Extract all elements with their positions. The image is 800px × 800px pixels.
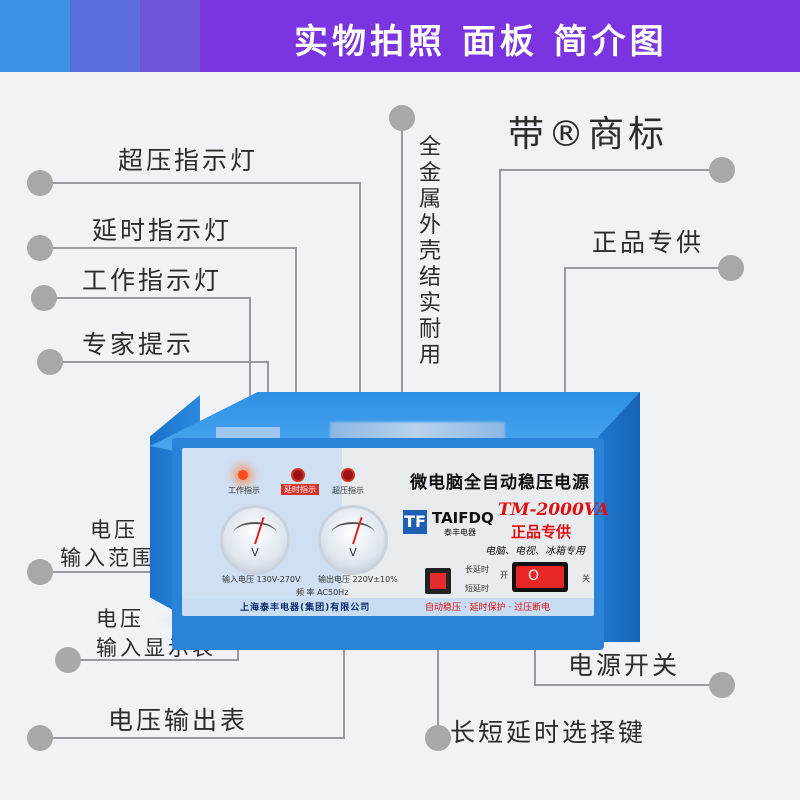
label-overvoltage-lamp: 超压指示灯 — [118, 146, 259, 175]
power-switch-rocker: O — [516, 566, 564, 588]
label-genuine-supply: 正品专供 — [592, 228, 705, 257]
brand-logo: TF — [403, 510, 427, 534]
company-name: 上海泰丰电器(集团)有限公司 — [240, 603, 371, 613]
callout-dot — [55, 647, 81, 673]
lamp-caption-work: 工作指示 — [228, 486, 260, 495]
callout-dot — [425, 725, 451, 751]
case-right-side — [598, 392, 640, 642]
output-voltage-print: 输出电压 220V±10% — [318, 575, 398, 584]
callout-dot — [27, 559, 53, 585]
power-mark-icon: O — [528, 568, 540, 584]
input-voltage-meter: V — [220, 505, 290, 575]
callout-dot — [27, 725, 53, 751]
callout-dot — [709, 672, 735, 698]
callout-dot — [31, 285, 57, 311]
label-delay-lamp: 延时指示灯 — [92, 216, 233, 245]
switch-on-label: 开 — [500, 571, 508, 580]
output-voltage-meter: V — [318, 505, 388, 575]
model-number: TM-2000VA — [498, 500, 609, 520]
product-title: 微电脑全自动稳压电源 — [410, 473, 590, 493]
switch-off-label: 关 — [582, 574, 590, 583]
work-lamp-icon — [238, 470, 248, 480]
label-metal-case: 全金属外壳结实耐用 — [418, 135, 441, 368]
panel-bottom-band — [182, 598, 594, 616]
expert-tip-sticker — [216, 427, 280, 441]
delay-short-label: 短延时 — [465, 584, 489, 593]
label-work-lamp: 工作指示灯 — [82, 266, 223, 295]
label-trademark: 带®商标 — [508, 114, 669, 155]
header-banner: 实物拍照 面板 简介图 — [0, 0, 800, 72]
delay-lamp-icon — [291, 468, 305, 482]
lamp-caption-overvoltage: 超压指示 — [332, 486, 364, 495]
label-power-switch: 电源开关 — [568, 651, 681, 680]
brand-name-cn: 泰丰电器 — [444, 528, 476, 537]
meter-unit: V — [251, 546, 259, 559]
delay-long-label: 长延时 — [465, 565, 489, 574]
usage-text: 电脑、电视、冰箱专用 — [485, 546, 585, 557]
callout-dot — [27, 235, 53, 261]
label-input-meter-line1: 电压 — [96, 607, 144, 631]
label-expert-tip: 专家提示 — [82, 330, 195, 359]
input-range-print: 输入电压 130V-270V — [222, 575, 301, 584]
callout-dot — [37, 349, 63, 375]
label-output-meter: 电压输出表 — [108, 706, 249, 735]
label-delay-select-key: 长短延时选择键 — [450, 718, 647, 747]
banner-title: 实物拍照 面板 简介图 — [294, 22, 668, 62]
delay-select-button[interactable] — [425, 568, 451, 594]
frequency-print: 频 率 AC50Hz — [296, 588, 349, 597]
callout-dot — [389, 105, 415, 131]
label-input-range-line2: 输入范围 — [60, 546, 156, 570]
meter-unit: V — [349, 546, 357, 559]
callout-dot — [27, 170, 53, 196]
meter-scale — [331, 522, 375, 546]
genuine-badge: 正品专供 — [511, 523, 572, 541]
callout-dot — [718, 255, 744, 281]
label-input-range-line1: 电压 — [90, 518, 138, 542]
protection-info: 自动稳压 · 延时保护 · 过压断电 — [425, 603, 551, 613]
meter-scale — [233, 522, 277, 546]
overvoltage-lamp-icon — [341, 468, 355, 482]
callout-dot — [709, 157, 735, 183]
brand-name-en: TAIFDQ — [432, 509, 494, 527]
leader-overvoltage — [40, 182, 361, 420]
power-switch[interactable]: O — [512, 562, 568, 592]
lamp-caption-delay: 延时指示 — [281, 484, 319, 495]
leader-trademark — [499, 169, 722, 470]
